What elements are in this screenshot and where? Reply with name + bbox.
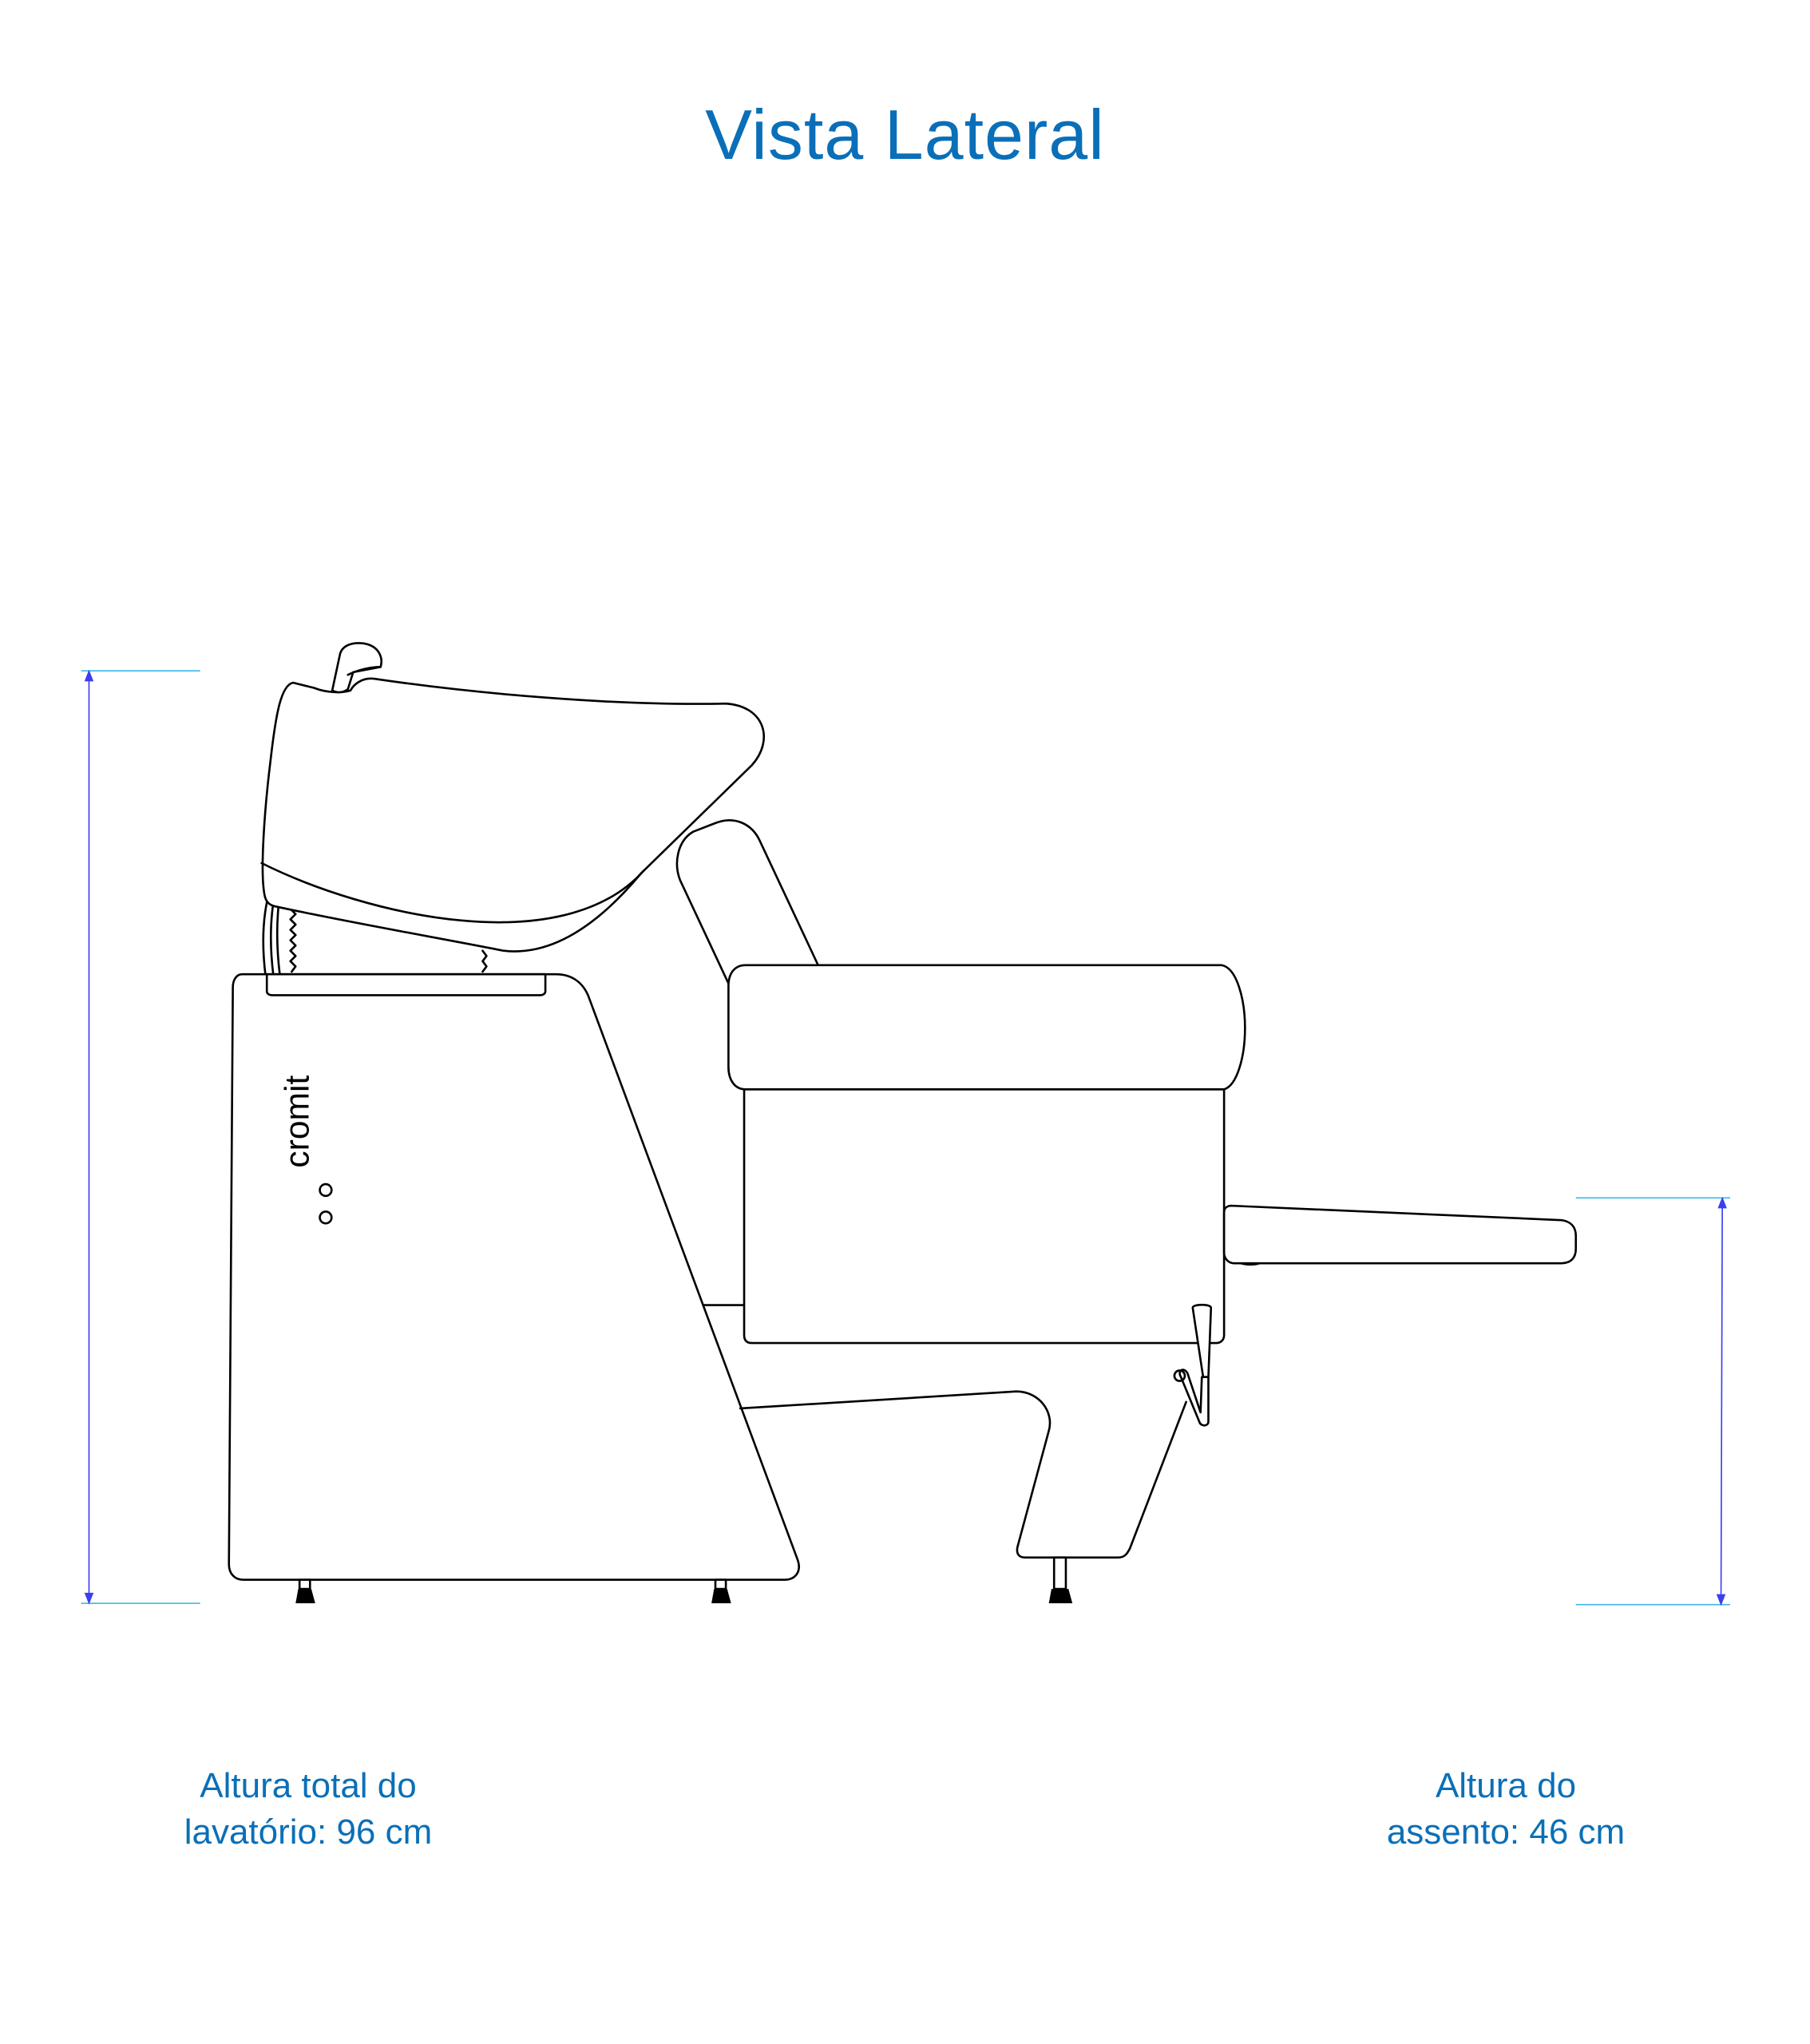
caption-line: lavatório: 96 cm xyxy=(184,1812,433,1852)
page-title: Vista Lateral xyxy=(705,95,1105,174)
control-button xyxy=(319,1210,333,1225)
caption-line: Altura total do xyxy=(200,1766,417,1805)
basin-support xyxy=(262,901,488,977)
seat-base xyxy=(743,1088,1226,1345)
faucet-icon xyxy=(331,642,382,694)
shampoo-basin xyxy=(261,677,765,953)
foot xyxy=(295,1579,315,1604)
cabinet-tray xyxy=(265,972,547,996)
caption-line: Altura do xyxy=(1435,1766,1577,1805)
arrow-down-icon xyxy=(84,1592,94,1605)
washbasin-cabinet xyxy=(228,972,800,1581)
foot xyxy=(1048,1556,1073,1604)
footrest xyxy=(1222,1204,1578,1265)
total-height-caption: Altura total do lavatório: 96 cm xyxy=(29,1763,588,1856)
brand-logo: cromit xyxy=(279,1075,317,1168)
seat-cushion xyxy=(727,964,1246,1091)
arrow-down-icon xyxy=(1716,1594,1726,1606)
foot xyxy=(711,1579,731,1604)
recline-lever xyxy=(1173,1303,1213,1427)
total-height-dimension xyxy=(81,669,200,1605)
arrow-up-icon xyxy=(84,669,94,682)
chair-backrest xyxy=(675,819,820,984)
seat-height-dimension xyxy=(1575,1196,1730,1606)
arrow-up-icon xyxy=(1717,1196,1727,1209)
control-button xyxy=(319,1182,333,1198)
seat-height-caption: Altura do assento: 46 cm xyxy=(1226,1763,1785,1856)
caption-line: assento: 46 cm xyxy=(1386,1812,1626,1852)
chair-base xyxy=(739,1390,1187,1559)
